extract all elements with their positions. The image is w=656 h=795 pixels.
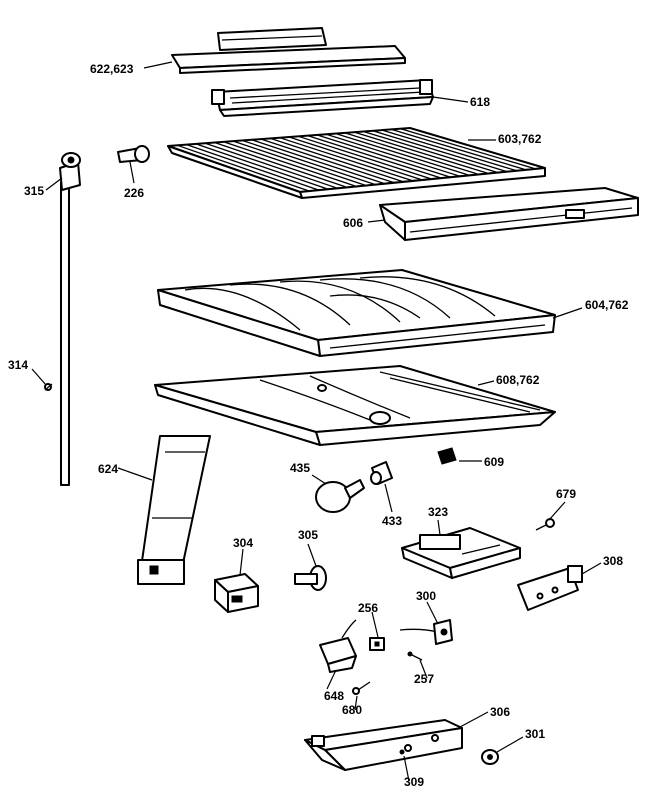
shelf-wire [279, 137, 414, 182]
wire-shelf-part [167, 127, 546, 199]
label-679: 679 [556, 487, 576, 501]
shelf-wire [260, 138, 395, 184]
shelf-wire [316, 134, 451, 178]
shelf-wire [381, 129, 517, 172]
shelf-wire [288, 136, 423, 181]
small-screw-part [407, 651, 423, 661]
label-315: 315 [24, 184, 44, 198]
shelf-wire [186, 144, 320, 191]
rod-clip-part [44, 383, 53, 391]
shelf-wire [335, 132, 470, 177]
label-314: 314 [8, 358, 28, 372]
shelf-wire [195, 143, 329, 190]
label-606: 606 [343, 216, 363, 230]
shelf-wire [372, 130, 508, 173]
shelf-wire [353, 131, 489, 175]
crisper-front-part [379, 187, 639, 241]
screw-part [535, 518, 555, 531]
label-257: 257 [414, 672, 434, 686]
shelf-clip-part [437, 447, 457, 465]
label-680: 680 [342, 703, 362, 717]
part-labels: 622,623 618 603,762 606 604,762 608,762 … [8, 62, 629, 789]
damper-motor-part [319, 619, 357, 673]
shelf-wire [242, 139, 376, 186]
label-304: 304 [233, 536, 253, 550]
shelf-wire [232, 140, 367, 187]
shelf-wire [363, 130, 499, 174]
shelf-wire [307, 134, 442, 179]
label-435: 435 [290, 461, 310, 475]
light-bulb-part [315, 479, 365, 513]
shelf-frame-part [211, 79, 434, 117]
label-256: 256 [358, 601, 378, 615]
label-433: 433 [382, 514, 402, 528]
hinge-rod-part [59, 152, 81, 486]
control-bracket-part [304, 719, 463, 771]
shelf-wire [298, 135, 433, 180]
label-603-762: 603,762 [498, 132, 542, 146]
shelf-cover-part [171, 27, 406, 74]
label-309: 309 [404, 775, 424, 789]
label-301: 301 [525, 727, 545, 741]
hinge-pin-part [117, 145, 150, 163]
shelf-wire [205, 142, 338, 189]
shelf-wire [270, 137, 404, 183]
label-305: 305 [298, 528, 318, 542]
label-308: 308 [603, 554, 623, 568]
bracket-screw-part [399, 749, 405, 755]
bulb-socket-part [370, 461, 393, 485]
label-609: 609 [484, 455, 504, 469]
shelf-wire [177, 144, 310, 192]
shelf-wire [326, 133, 461, 177]
label-624: 624 [98, 462, 118, 476]
label-622-623: 622,623 [90, 62, 134, 76]
connector-part [369, 637, 385, 651]
label-300: 300 [416, 589, 436, 603]
label-226: 226 [124, 186, 144, 200]
label-323: 323 [428, 505, 448, 519]
control-housing-part [401, 527, 521, 579]
leader-lines [31, 61, 602, 782]
label-648: 648 [324, 689, 344, 703]
upper-pan-cover-part [157, 269, 556, 357]
light-shield-part [137, 435, 211, 585]
shelf-wire [344, 132, 480, 176]
label-306: 306 [490, 705, 510, 719]
shelf-wire [223, 141, 357, 188]
shelf-wire [391, 128, 527, 171]
shelf-wire [400, 128, 536, 170]
thermostat-part [399, 619, 453, 645]
label-608-762: 608,762 [496, 373, 540, 387]
shelf-wire [214, 141, 348, 189]
knob-part [481, 749, 499, 765]
switch-block-part [214, 573, 259, 613]
lower-pan-cover-part [154, 365, 556, 446]
label-604-762: 604,762 [585, 298, 629, 312]
mounting-plate-part [517, 565, 583, 611]
shelf-wire [251, 139, 386, 185]
control-knob-part [294, 565, 327, 591]
label-618: 618 [470, 95, 490, 109]
mount-screw-part [352, 681, 371, 695]
